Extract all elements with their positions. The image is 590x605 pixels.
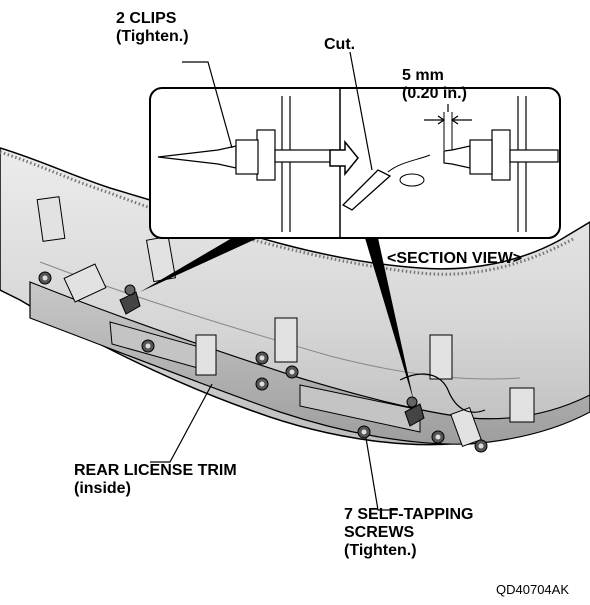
bracket — [429, 334, 453, 380]
screw-icon — [255, 377, 269, 391]
trim-label-line1: REAR LICENSE TRIM — [74, 462, 237, 479]
section-after — [424, 96, 559, 232]
trim-label-line2: (inside) — [74, 480, 131, 497]
screw-icon — [141, 339, 155, 353]
dimension-label: 5 mm (0.20 in.) — [402, 67, 467, 103]
license-recess-right — [299, 384, 421, 433]
cut-label-text: Cut. — [324, 36, 356, 53]
leader-trim — [150, 383, 213, 463]
cut-label: Cut. — [324, 36, 355, 54]
dimension-label-line2: (0.20 in.) — [402, 85, 467, 102]
trim-panel — [0, 147, 590, 448]
screw-icon — [357, 425, 371, 439]
bracket — [63, 263, 107, 303]
callout-leader-left — [140, 238, 258, 292]
wire — [399, 373, 486, 413]
bracket — [36, 196, 66, 242]
screw-icon — [285, 365, 299, 379]
dimension-label-line1: 5 mm — [402, 67, 444, 84]
cutter-icon — [341, 169, 392, 211]
trim-label: REAR LICENSE TRIM (inside) — [74, 462, 237, 498]
bracket — [195, 334, 217, 376]
leader-lines — [150, 51, 449, 511]
screws — [38, 271, 488, 453]
bracket — [274, 317, 298, 363]
screw-icon — [431, 430, 445, 444]
figure-code: QD40704AK — [496, 582, 569, 597]
screws-label: 7 SELF-TAPPING SCREWS (Tighten.) — [344, 506, 474, 560]
screw-icon — [38, 271, 52, 285]
section-view-box — [140, 87, 561, 402]
clips-label-line1: 2 CLIPS — [116, 10, 177, 27]
screws-label-line1: 7 SELF-TAPPING — [344, 506, 474, 523]
screws-label-line2: SCREWS — [344, 524, 415, 541]
section-view-label: <SECTION VIEW> — [387, 250, 522, 268]
arrow-right-icon — [329, 139, 359, 177]
screw-icon — [255, 351, 269, 365]
clips-label: 2 CLIPS (Tighten.) — [116, 10, 189, 46]
trim-panel-lip — [29, 281, 590, 445]
dimension-arrow — [450, 115, 472, 125]
dimension-arrow — [424, 115, 446, 125]
clips-label-line2: (Tighten.) — [116, 28, 189, 45]
leader-screws — [365, 437, 398, 511]
bracket — [450, 406, 482, 448]
clip-icon — [404, 396, 425, 427]
callout-leader-right — [365, 238, 414, 402]
section-view-label-text: <SECTION VIEW> — [387, 250, 523, 267]
trim-panel-ledge — [39, 261, 521, 380]
section-view-frame — [149, 87, 561, 239]
trim-panel-bead — [0, 150, 576, 276]
leader-clips — [182, 61, 233, 149]
bracket — [509, 387, 535, 423]
section-before — [157, 96, 334, 232]
screw-icon — [474, 439, 488, 453]
screws-label-line3: (Tighten.) — [344, 542, 417, 559]
clip-icon — [119, 284, 141, 315]
leader-cut — [349, 51, 373, 171]
cut-piece — [399, 173, 425, 187]
